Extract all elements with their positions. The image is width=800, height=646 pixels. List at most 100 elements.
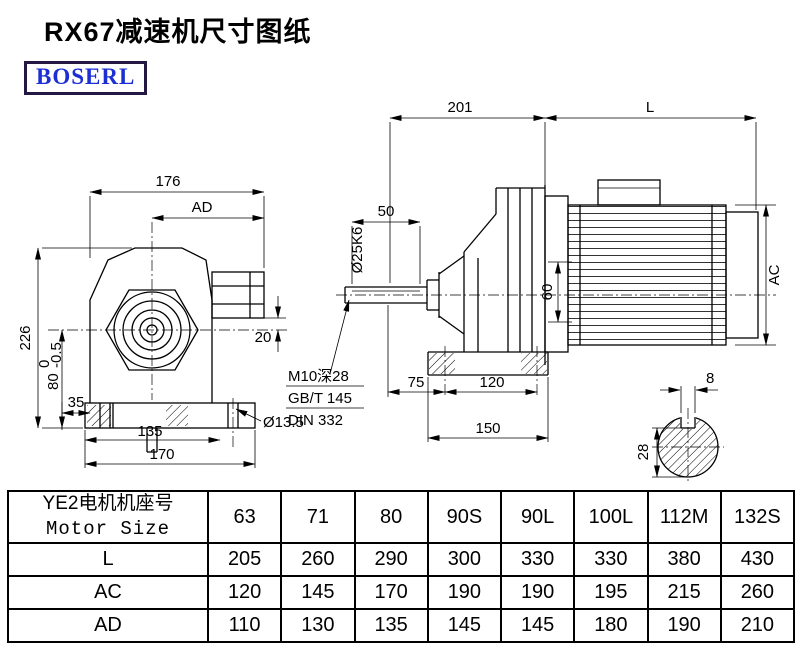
cell-AD-112m: 190 <box>646 608 722 643</box>
dim-120-label: 120 <box>479 374 504 391</box>
motor-size-label-en: Motor Size <box>45 518 171 540</box>
dim-50-label: 50 <box>378 203 395 220</box>
table-header-row: YE2电机机座号 Motor Size 63 71 80 90S 90L 100… <box>7 490 796 544</box>
cell-AD-71: 130 <box>280 608 356 643</box>
dim-176: 176 <box>89 173 265 268</box>
foot-hole-label: Ø13.5 <box>263 414 304 431</box>
size-col-90l: 90L <box>499 490 576 544</box>
table-row-AD: AD 110 130 135 145 145 180 190 210 <box>7 608 796 643</box>
table-row-AC: AC 120 145 170 190 190 195 215 260 <box>7 575 796 610</box>
dim-226: 226 <box>17 247 132 429</box>
dim-75-label: 75 <box>408 374 425 391</box>
row-label-AC: AC <box>7 575 209 610</box>
cell-L-100l: 330 <box>573 542 649 577</box>
technical-drawing: 176 AD 226 80 0 -0.5 20 <box>17 99 783 484</box>
boserl-logo-text: BOSERL <box>36 64 136 89</box>
size-col-80: 80 <box>353 490 429 544</box>
dimension-table: YE2电机机座号 Motor Size 63 71 80 90S 90L 100… <box>7 490 796 643</box>
size-col-71: 71 <box>280 490 356 544</box>
cell-L-63: 205 <box>206 542 283 577</box>
cover-circle-2 <box>122 300 182 360</box>
output-shaft <box>344 272 440 318</box>
base-hatch-left <box>87 405 111 426</box>
cell-L-132s: 430 <box>719 542 796 577</box>
dim-28-label: 28 <box>635 444 652 461</box>
front-view: 176 AD 226 80 0 -0.5 20 <box>17 173 304 468</box>
size-col-112m: 112M <box>646 490 722 544</box>
housing-outline <box>89 247 213 403</box>
dim-8-label: 8 <box>706 370 714 387</box>
cell-AC-63: 120 <box>206 575 283 610</box>
dim-75-120-150: 75 120 150 <box>387 305 549 442</box>
row-label-L: L <box>7 542 209 577</box>
dim-170-label: 170 <box>149 446 174 463</box>
thread-label: M10深28 <box>288 368 349 385</box>
cell-AD-80: 135 <box>353 608 429 643</box>
dim-226-label: 226 <box>17 325 34 350</box>
page-title: RX67减速机尺寸图纸 <box>44 17 312 47</box>
dim-35-label: 35 <box>68 394 85 411</box>
cell-L-71: 260 <box>280 542 356 577</box>
fan-cover <box>725 211 759 339</box>
gb-standard-label: GB/T 145 <box>288 390 352 407</box>
cover-circle-1 <box>113 291 191 369</box>
size-col-90s: 90S <box>426 490 503 544</box>
size-col-132s: 132S <box>719 490 796 544</box>
cell-AD-132s: 210 <box>719 608 796 643</box>
motor <box>544 179 759 353</box>
din-standard-label: DIN 332 <box>288 412 343 429</box>
dim-20-label: 20 <box>255 329 272 346</box>
cell-AD-90s: 145 <box>426 608 503 643</box>
table-row-L: L 205 260 290 300 330 330 380 430 <box>7 542 796 577</box>
terminal-box <box>597 179 661 206</box>
dim-150-label: 150 <box>475 420 500 437</box>
cell-L-90l: 330 <box>499 542 576 577</box>
cover-circle-4 <box>139 317 165 343</box>
row-label-AD: AD <box>7 608 209 643</box>
side-view: 201 L 50 Ø25K6 60 AC 75 <box>286 99 783 442</box>
cell-L-112m: 380 <box>646 542 722 577</box>
base-hatch-right <box>166 405 188 426</box>
dim-AC: AC <box>735 204 783 346</box>
dim-176-label: 176 <box>155 173 180 190</box>
motor-flange <box>544 195 569 353</box>
cell-AC-100l: 195 <box>573 575 649 610</box>
cover-circle-3 <box>131 309 173 351</box>
dim-20: 20 <box>255 296 286 352</box>
size-col-100l: 100L <box>573 490 649 544</box>
dim-60: 60 <box>539 261 572 323</box>
dim-ad: AD <box>151 199 265 221</box>
dim-50: 50 <box>351 203 421 284</box>
cell-AD-63: 110 <box>206 608 283 643</box>
label-foot-hole: Ø13.5 <box>235 408 304 431</box>
motor-size-header-cell: YE2电机机座号 Motor Size <box>7 490 209 544</box>
cell-L-80: 290 <box>353 542 429 577</box>
motor-body <box>567 204 727 346</box>
foot-hatch-left <box>429 353 455 374</box>
cell-AD-90l: 145 <box>499 608 576 643</box>
thread-note: M10深28 GB/T 145 DIN 332 <box>286 299 364 429</box>
dim-80-tol-upper: 0 <box>36 360 53 368</box>
hex-boss <box>105 289 199 371</box>
cell-AC-71: 145 <box>280 575 356 610</box>
keyway-mask <box>680 413 696 429</box>
dim-ad-label: AD <box>192 199 213 216</box>
shaft-section: 8 28 <box>635 370 724 484</box>
cell-AC-90l: 190 <box>499 575 576 610</box>
size-col-63: 63 <box>206 490 283 544</box>
dim-L-label: L <box>646 99 654 116</box>
dim-AC-label: AC <box>766 264 783 285</box>
dim-201-label: 201 <box>447 99 472 116</box>
boserl-logo: BOSERL <box>24 61 148 95</box>
dim-35: 35 <box>61 394 91 430</box>
output-box <box>211 271 265 319</box>
shaft-diameter-label: Ø25K6 <box>349 227 366 274</box>
cell-L-90s: 300 <box>426 542 503 577</box>
cell-AC-112m: 215 <box>646 575 722 610</box>
dim-135-label: 135 <box>137 423 162 440</box>
dim-60-label: 60 <box>539 284 556 301</box>
motor-size-label-cn: YE2电机机座号 <box>42 493 174 515</box>
dim-80-label: 80 <box>45 373 62 390</box>
cell-AC-132s: 260 <box>719 575 796 610</box>
dim-80-tol-lower: -0.5 <box>48 342 65 368</box>
